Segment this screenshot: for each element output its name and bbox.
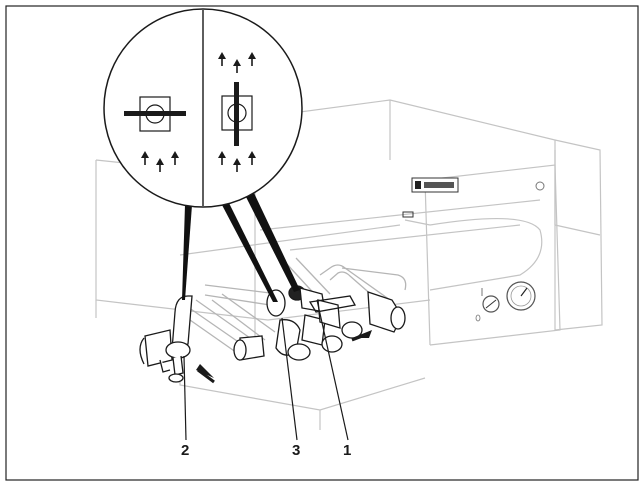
pressure-gauge-icon [506, 281, 536, 311]
callout-label-1: 1 [343, 442, 351, 459]
control-knob-icon [475, 288, 500, 322]
callout-line-1 [316, 299, 349, 441]
callout-label-2: 2 [181, 442, 189, 459]
valve-open-icon [221, 82, 253, 146]
valve-cold-water [139, 295, 193, 383]
valve-closed-icon [124, 96, 186, 132]
leader-lines [182, 193, 300, 302]
arrow-up-icons-right-top [218, 52, 256, 73]
inset-circle [103, 8, 303, 208]
callout-label-3: 3 [292, 442, 300, 459]
arrow-up-icons-left [141, 151, 179, 172]
indicator-slot [402, 211, 414, 218]
callout-line-2 [183, 355, 187, 441]
brand-plate [411, 177, 459, 193]
flow-arrow-icons [196, 330, 372, 384]
valve-heating-flow [288, 285, 406, 339]
boiler-reset-button-icon [535, 181, 545, 191]
valve-gas [233, 289, 343, 361]
arrow-up-icons-right-bottom [218, 151, 256, 172]
callout-lines [183, 299, 349, 441]
callout-line-3 [281, 317, 298, 441]
